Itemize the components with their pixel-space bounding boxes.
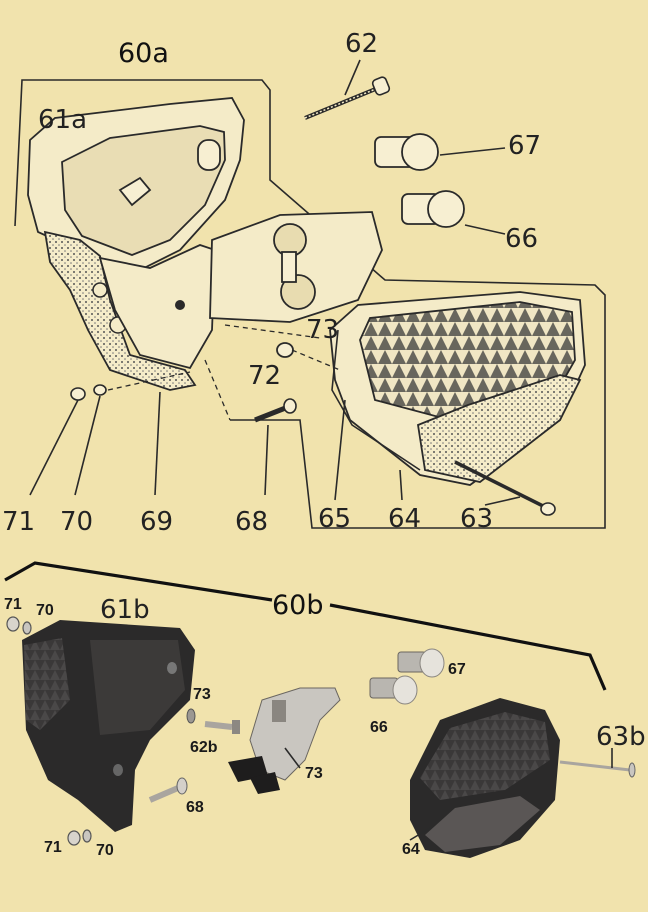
- label-68: 68: [235, 507, 268, 537]
- screw-63: [454, 460, 556, 516]
- label-70: 70: [60, 507, 93, 537]
- bottom-photo-view: 60b: [4, 561, 646, 859]
- lens-reflector: [417, 374, 582, 483]
- label-73-left: 73: [193, 686, 211, 703]
- label-64-photo: 64: [402, 841, 420, 858]
- label-64: 64: [388, 504, 421, 534]
- label-70-bottom: 70: [96, 842, 114, 859]
- leader-71: [29, 399, 79, 496]
- leader-69: [154, 391, 161, 496]
- bulb-holder-73: [209, 211, 383, 323]
- label-66-photo: 66: [370, 719, 388, 736]
- label-65: 65: [318, 504, 351, 534]
- nut-71-top: [6, 616, 20, 632]
- label-62b: 62b: [190, 739, 218, 756]
- group-60a-bracket: [14, 79, 606, 529]
- label-68-photo: 68: [186, 799, 204, 816]
- label-71-top: 71: [4, 596, 22, 613]
- label-69: 69: [140, 507, 173, 537]
- label-60b: 60b: [272, 590, 324, 621]
- housing-61b: [22, 620, 195, 832]
- screw-62: [304, 76, 391, 120]
- nut-72: [276, 342, 294, 358]
- label-60a: 60a: [118, 38, 169, 69]
- label-71: 71: [2, 507, 35, 537]
- housing-base: [98, 244, 216, 370]
- leader-63: [484, 496, 521, 506]
- leader-66: [464, 224, 506, 235]
- label-73: 73: [306, 315, 339, 345]
- top-exploded-view: 60a 61a 62 67 66 73 72 71 70 69 68 65 64…: [2, 29, 606, 537]
- label-73-right: 73: [305, 765, 323, 782]
- housing-screw-hole: [175, 300, 185, 310]
- screw-68: [254, 398, 297, 423]
- label-67: 67: [508, 131, 541, 161]
- lens-64-photo: [410, 698, 560, 858]
- bulb-67: [374, 133, 439, 171]
- label-70-top: 70: [36, 602, 54, 619]
- leader-73-right: [284, 747, 301, 769]
- washer-73-left: [186, 708, 196, 724]
- label-61a: 61a: [38, 105, 87, 135]
- leader-70: [74, 395, 101, 496]
- group-60b-bracket: [4, 561, 607, 691]
- assembly-line-73: [224, 324, 321, 339]
- gasket-65: [331, 329, 421, 471]
- leader-68: [264, 424, 269, 496]
- label-63b: 63b: [596, 722, 646, 752]
- label-72: 72: [248, 361, 281, 391]
- leader-67: [439, 147, 506, 156]
- label-71-bottom: 71: [44, 839, 62, 856]
- leader-64: [399, 469, 403, 501]
- screw-62b-photo: [204, 720, 240, 734]
- washer-70: [93, 384, 107, 396]
- screw-63b-photo: [559, 760, 636, 778]
- lens-assembly-64: [329, 291, 586, 486]
- assembly-line-screw68: [204, 359, 231, 421]
- leader-64-photo: [409, 827, 431, 841]
- gasket-hole-upper: [92, 282, 108, 298]
- label-67-photo: 67: [448, 661, 466, 678]
- washer-70-bottom: [82, 829, 92, 843]
- bulb-66-photo: [369, 675, 418, 705]
- housing-61a: [27, 97, 245, 271]
- label-61b: 61b: [100, 595, 150, 625]
- nut-71-bottom: [67, 830, 81, 846]
- label-63: 63: [460, 504, 493, 534]
- leader-62: [344, 59, 361, 96]
- bulb-holder-73-photo: [228, 687, 341, 794]
- bulb-67-photo: [397, 648, 445, 678]
- nut-71: [70, 387, 86, 401]
- label-66: 66: [505, 224, 538, 254]
- bulb-66: [401, 190, 465, 228]
- gasket-69: [43, 230, 197, 391]
- leader-65: [334, 399, 346, 501]
- label-62: 62: [345, 29, 378, 59]
- assembly-line-nut: [107, 371, 191, 391]
- screw-68-photo: [148, 777, 188, 803]
- washer-70-top: [22, 621, 32, 635]
